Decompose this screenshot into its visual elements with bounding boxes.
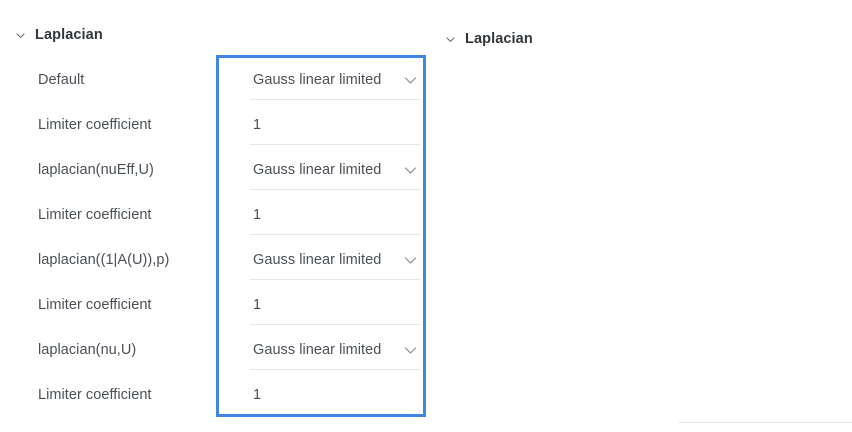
- row-label: Limiter coefficient: [38, 297, 152, 313]
- laplacian-panel-right: Laplacian Default Gauss linear limited L…: [426, 0, 852, 432]
- row-value-select[interactable]: Gauss linear limited: [253, 252, 382, 268]
- chevron-down-icon[interactable]: [14, 29, 27, 42]
- row-value-select[interactable]: Gauss linear limited: [253, 342, 382, 358]
- settings-row: Limiter coefficient 1: [0, 285, 426, 330]
- settings-row: Default Gauss linear limited: [426, 64, 852, 109]
- settings-row: Default Gauss linear limited: [0, 60, 426, 105]
- settings-row: laplacian((1|A(U)),p) Gauss linear limit…: [426, 244, 852, 289]
- row-value-input[interactable]: 1: [253, 387, 262, 403]
- row-divider: [678, 422, 852, 423]
- settings-row: Limiter coefficient 0.333: [426, 289, 852, 334]
- row-value-select[interactable]: Gauss linear limited: [253, 72, 382, 88]
- settings-rows-right: Default Gauss linear limited Limiter coe…: [426, 64, 852, 424]
- settings-row: Limiter coefficient 1: [0, 105, 426, 150]
- row-label: laplacian(nuEff,U): [38, 162, 154, 178]
- settings-row: laplacian(nu,U) Gauss linear limited: [426, 334, 852, 379]
- settings-row: laplacian(nuEff,U) Gauss linear limited: [426, 154, 852, 199]
- section-title: Laplacian: [465, 31, 533, 47]
- row-value-input[interactable]: 1: [253, 207, 262, 223]
- row-divider: [250, 144, 420, 145]
- row-divider: [250, 99, 420, 100]
- row-label: Limiter coefficient: [38, 207, 152, 223]
- row-value-input[interactable]: 1: [253, 117, 262, 133]
- chevron-down-icon[interactable]: [444, 33, 457, 46]
- row-value-input[interactable]: 1: [253, 297, 262, 313]
- row-label: laplacian((1|A(U)),p): [38, 252, 170, 268]
- settings-row: Limiter coefficient 0.333: [426, 109, 852, 154]
- row-label: Limiter coefficient: [38, 117, 152, 133]
- laplacian-panel-left: Laplacian Default Gauss linear limited L…: [0, 27, 426, 420]
- row-divider: [250, 324, 420, 325]
- settings-row: laplacian((1|A(U)),p) Gauss linear limit…: [0, 240, 426, 285]
- settings-row: Limiter coefficient 1: [0, 375, 426, 420]
- settings-row: Limiter coefficient 0.333: [426, 379, 852, 424]
- chevron-down-icon[interactable]: [404, 76, 417, 85]
- row-divider: [250, 369, 420, 370]
- chevron-down-icon[interactable]: [404, 256, 417, 265]
- row-divider: [250, 189, 420, 190]
- row-divider: [250, 234, 420, 235]
- settings-rows-left: Default Gauss linear limited Limiter coe…: [0, 60, 426, 420]
- chevron-down-icon[interactable]: [404, 166, 417, 175]
- settings-row: laplacian(nu,U) Gauss linear limited: [0, 330, 426, 375]
- row-value-select[interactable]: Gauss linear limited: [253, 162, 382, 178]
- section-header-laplacian-left[interactable]: Laplacian: [14, 27, 103, 43]
- settings-row: Limiter coefficient 1: [0, 195, 426, 240]
- row-divider: [250, 279, 420, 280]
- row-label: laplacian(nu,U): [38, 342, 137, 358]
- settings-row: Limiter coefficient 0.333: [426, 199, 852, 244]
- row-label: Default: [38, 72, 85, 88]
- section-header-laplacian-right[interactable]: Laplacian: [444, 31, 533, 47]
- settings-row: laplacian(nuEff,U) Gauss linear limited: [0, 150, 426, 195]
- chevron-down-icon[interactable]: [404, 346, 417, 355]
- row-label: Limiter coefficient: [38, 387, 152, 403]
- section-title: Laplacian: [35, 27, 103, 43]
